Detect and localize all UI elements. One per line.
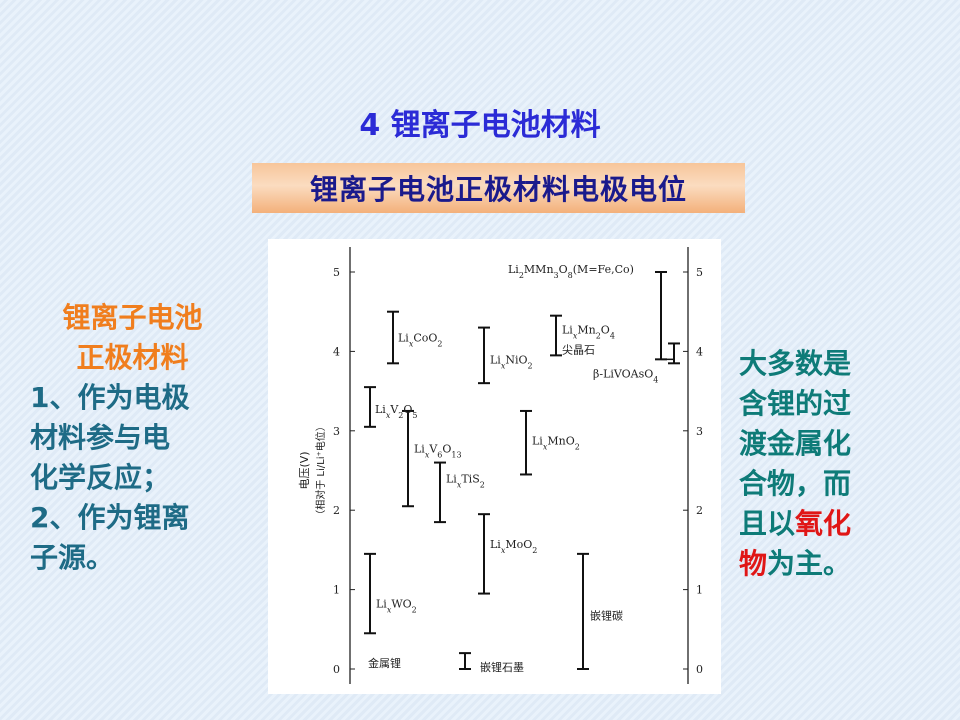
material-label: 尖晶石	[562, 344, 595, 357]
right-line: 渡金属化	[739, 427, 852, 460]
slide-title: 4 锂离子电池材料	[359, 108, 601, 143]
right-text-block: 大多数是 含锂的过 渡金属化 合物，而 且以氧化 物为主。	[739, 344, 889, 584]
right-line: 且以氧化	[739, 504, 889, 544]
left-heading-line-1: 锂离子电池	[62, 301, 203, 334]
tick-label: 3	[696, 425, 703, 438]
material-label: Li2MMn3O8(M=Fe,Co)	[508, 263, 634, 280]
material-label: LixV6O13	[414, 443, 462, 460]
tick-label: 4	[696, 345, 703, 358]
chart-axes: 0 0 1 1 2 2 3 3 4 4 5 5 电压(V)（相对于 Li/Li⁺电位）	[298, 247, 703, 684]
right-text-plain: 且以	[739, 507, 796, 540]
tick-label: 0	[333, 663, 340, 676]
material-label: LixV2O5	[375, 403, 418, 420]
left-line: 1、作为电极	[30, 381, 190, 414]
material-label: LixMn2O4	[562, 324, 615, 341]
left-heading-line-2: 正极材料	[76, 341, 189, 374]
material-label: LixTiS2	[446, 472, 485, 489]
left-line: 2、作为锂离	[30, 501, 190, 534]
tick-label: 0	[696, 663, 703, 676]
right-line: 含锂的过	[739, 387, 852, 420]
tick-label: 2	[333, 504, 340, 517]
material-label: LixCoO2	[398, 332, 443, 349]
chart-bars	[364, 271, 680, 670]
material-label: 嵌锂碳	[590, 608, 623, 622]
material-label: β-LiVOAsO4	[593, 367, 658, 384]
left-line: 材料参与电	[30, 421, 171, 454]
right-text-plain: 为主。	[767, 547, 852, 580]
banner-heading: 锂离子电池正极材料电极电位	[252, 163, 745, 213]
tick-label: 1	[696, 584, 703, 597]
right-line: 大多数是	[739, 347, 852, 380]
tick-label: 2	[696, 504, 703, 517]
right-line: 合物，而	[739, 467, 852, 500]
material-label: LixMnO2	[532, 435, 580, 452]
left-text-block: 锂离子电池 正极材料 1、作为电极 材料参与电 化学反应； 2、作为锂离 子源。	[30, 298, 235, 578]
material-label: LixWO2	[376, 598, 417, 615]
highlight-text: 氧化	[795, 507, 852, 540]
left-line: 子源。	[30, 541, 115, 574]
right-line: 物为主。	[739, 544, 889, 584]
tick-label: 1	[333, 584, 340, 597]
y-axis-label-sub: （相对于 Li/Li⁺电位）	[314, 421, 327, 520]
left-line: 化学反应；	[30, 461, 171, 494]
tick-label: 3	[333, 425, 340, 438]
material-label: 嵌锂石墨	[480, 660, 524, 674]
material-label: 金属锂	[368, 656, 401, 670]
tick-label: 4	[333, 345, 340, 358]
material-label: LixMoO2	[490, 538, 537, 555]
highlight-text: 物	[739, 547, 768, 580]
tick-label: 5	[333, 266, 340, 279]
tick-label: 5	[696, 266, 703, 279]
y-axis-label: 电压(V)	[298, 451, 311, 489]
material-label: LixNiO2	[490, 353, 533, 370]
